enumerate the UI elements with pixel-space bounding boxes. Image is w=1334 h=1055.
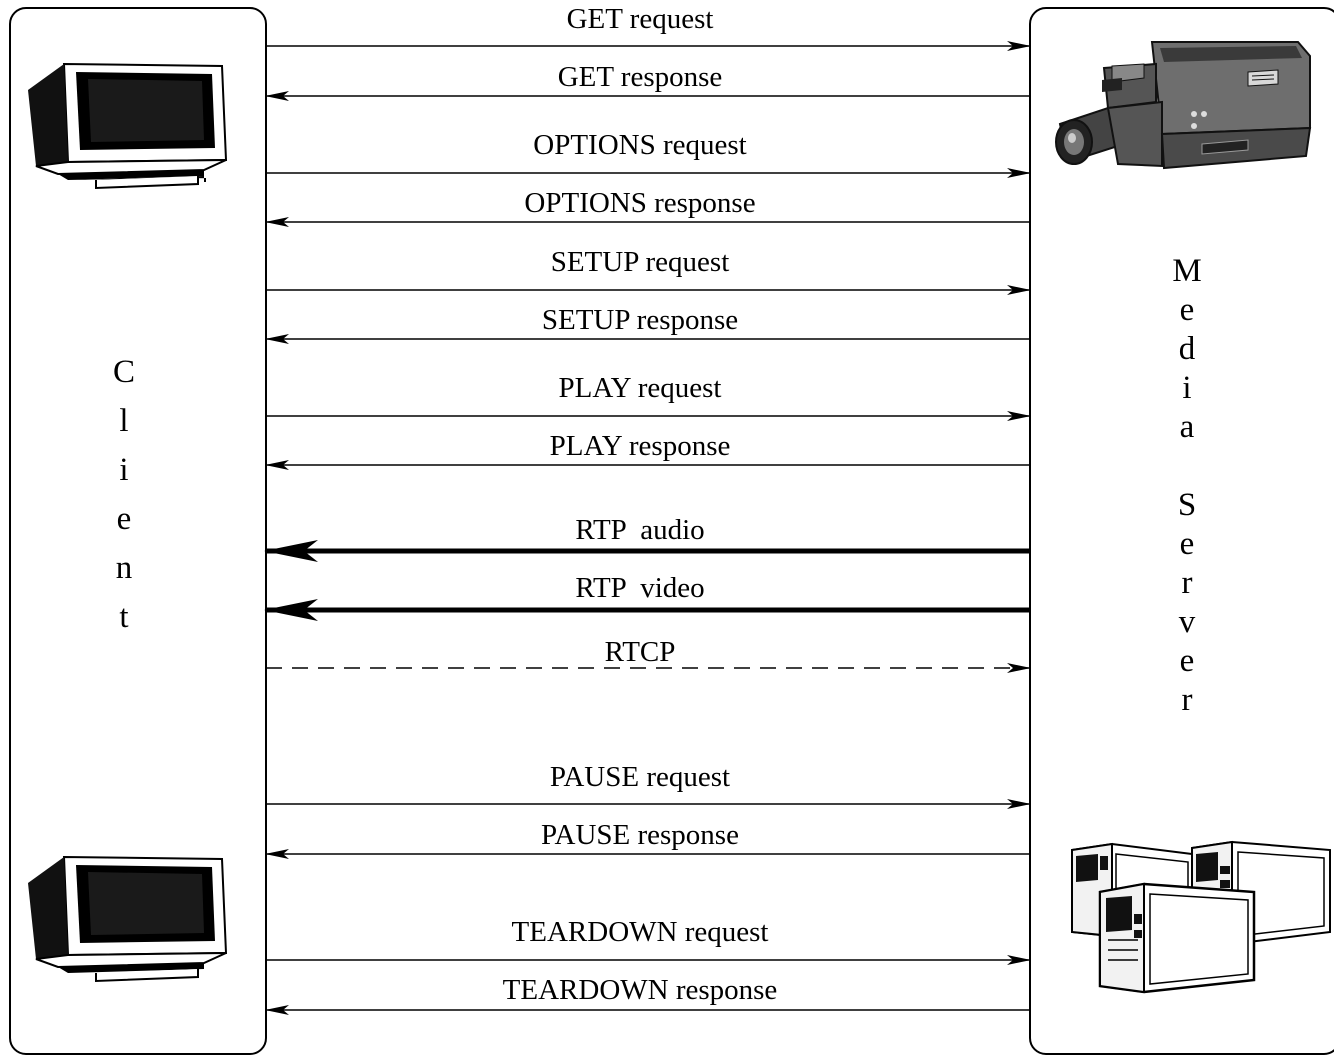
client-panel: C l i e n t (9, 7, 267, 1055)
server-label-letter: e (1180, 526, 1195, 562)
server-label-letter: i (1182, 370, 1191, 406)
message: GET response (265, 61, 1030, 101)
message: SETUP request (266, 246, 1031, 295)
server-label-letter: r (1182, 682, 1193, 718)
client-label-letter: i (119, 452, 128, 488)
message-label: PAUSE request (550, 761, 730, 793)
message: OPTIONS request (266, 129, 1031, 178)
server-label-letter: v (1179, 604, 1196, 640)
message-label: RTCP (605, 636, 676, 668)
message-label: TEARDOWN request (512, 916, 769, 948)
client-computer-icon-top (28, 62, 228, 190)
server-towers-icon (1071, 840, 1331, 994)
message: TEARDOWN response (265, 974, 1030, 1015)
message: RTP audio (264, 514, 1030, 562)
message-label: SETUP request (551, 246, 730, 278)
message: OPTIONS response (265, 187, 1030, 227)
client-box (9, 7, 267, 1055)
client-label: C l i e n t (113, 354, 135, 635)
message: GET request (266, 3, 1031, 51)
client-label-letter: C (113, 354, 135, 390)
camcorder-icon (1055, 41, 1312, 170)
message-label: OPTIONS response (524, 187, 755, 219)
client-label-letter: t (119, 599, 128, 635)
client-label-letter: n (116, 550, 133, 586)
server-box (1029, 7, 1334, 1055)
message-label: RTP audio (575, 514, 704, 546)
server-label-letter: M (1172, 253, 1201, 289)
message-label: PAUSE response (541, 819, 739, 851)
message: RTP video (264, 572, 1030, 621)
message: PLAY response (265, 430, 1030, 470)
server-label: M e d i a S e r v e r (1172, 253, 1201, 718)
message-label: GET response (558, 61, 723, 93)
message-label: GET request (567, 3, 714, 35)
message: RTCP (266, 636, 1031, 673)
message-label: TEARDOWN response (503, 974, 778, 1006)
server-label-letter: r (1182, 565, 1193, 601)
message-label: OPTIONS request (533, 129, 746, 161)
server-label-letter: e (1180, 292, 1195, 328)
server-tower (1098, 882, 1256, 994)
client-label-letter: l (119, 403, 128, 439)
message: PAUSE request (266, 761, 1031, 809)
message-label: PLAY request (559, 372, 722, 404)
message: TEARDOWN request (266, 916, 1031, 965)
server-label-letter: S (1178, 487, 1196, 523)
server-label-letter: e (1180, 643, 1195, 679)
message-label: SETUP response (542, 304, 738, 336)
message-label: RTP video (575, 572, 704, 604)
client-computer-icon-bottom (28, 855, 228, 983)
server-panel: M e d i a S e r v e r (1029, 7, 1334, 1055)
message: PLAY request (266, 372, 1031, 421)
server-label-letter: d (1179, 331, 1196, 367)
message: SETUP response (265, 304, 1030, 344)
message-label: PLAY response (550, 430, 731, 462)
message: PAUSE response (265, 819, 1030, 859)
server-label-letter: a (1180, 409, 1195, 445)
client-label-letter: e (117, 501, 132, 537)
